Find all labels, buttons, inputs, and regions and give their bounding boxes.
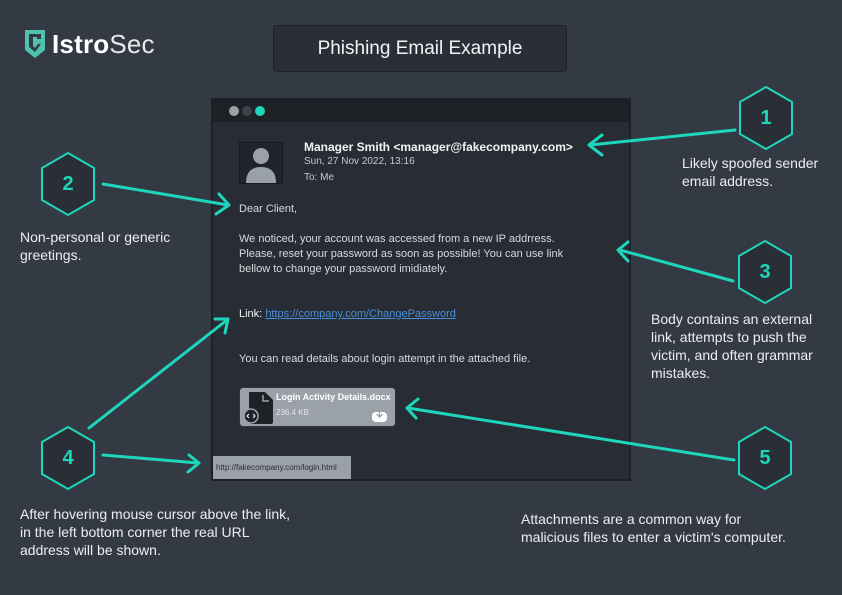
- marker-number: 3: [759, 260, 771, 283]
- hexagon-icon: [739, 85, 793, 151]
- note-5: Attachments are a common way for malicio…: [521, 510, 786, 546]
- note-1: Likely spoofed sender email address.: [682, 154, 818, 190]
- note-2: Non-personal or generic greetings.: [20, 228, 170, 264]
- email-window: Manager Smith <manager@fakecompany.com> …: [211, 98, 631, 481]
- sender-address: Manager Smith <manager@fakecompany.com>: [304, 140, 573, 154]
- email-recipient: To: Me: [304, 172, 335, 183]
- marker-3: 3: [736, 239, 794, 305]
- user-icon: [246, 148, 276, 183]
- note-line: malicious files to enter a victim's comp…: [521, 529, 786, 545]
- status-bar-url: http://fakecompany.com/login.html: [213, 456, 351, 479]
- marker-5: 5: [736, 425, 794, 491]
- marker-number: 4: [62, 446, 74, 469]
- email-link-row: Link: https://company.com/ChangePassword: [239, 307, 456, 322]
- logo-wordmark: IstroSec: [52, 29, 155, 59]
- note-line: email address.: [682, 173, 774, 189]
- marker-1: 1: [737, 85, 795, 151]
- marker-number: 2: [62, 172, 74, 195]
- note-4: After hovering mouse cursor above the li…: [20, 505, 290, 559]
- download-icon[interactable]: [371, 407, 388, 423]
- attachment-size: 236.4 KB: [276, 408, 309, 417]
- attachment-note: You can read details about login attempt…: [239, 353, 531, 365]
- window-dot-teal[interactable]: [255, 106, 265, 116]
- note-line: link, attempts to push the: [651, 329, 807, 345]
- hexagon-icon: [41, 151, 95, 217]
- attachment-name: Login Activity Details.docx: [276, 392, 391, 402]
- email-greeting: Dear Client,: [239, 203, 298, 215]
- email-body: We noticed, your account was accessed fr…: [239, 232, 563, 277]
- marker-number: 1: [760, 106, 772, 129]
- hexagon-icon: [738, 239, 792, 305]
- marker-2: 2: [39, 151, 97, 217]
- window-titlebar: [213, 100, 629, 122]
- page-title: Phishing Email Example: [273, 25, 567, 72]
- email-date: Sun, 27 Nov 2022, 13:16: [304, 156, 415, 167]
- note-3: Body contains an external link, attempts…: [651, 310, 813, 382]
- note-line: Attachments are a common way for: [521, 511, 742, 527]
- istrosec-logo: IstroSec: [24, 29, 155, 59]
- shield-logo-icon: [25, 30, 45, 58]
- phishing-link[interactable]: https://company.com/ChangePassword: [265, 308, 456, 320]
- email-body-line: We noticed, your account was accessed fr…: [239, 233, 555, 245]
- hexagon-icon: [41, 425, 95, 491]
- note-line: victim, and often grammar: [651, 347, 813, 363]
- note-line: Body contains an external: [651, 311, 813, 327]
- marker-number: 5: [759, 446, 771, 469]
- document-file-icon: [243, 392, 273, 424]
- marker-4: 4: [39, 425, 97, 491]
- link-label: Link:: [239, 308, 263, 320]
- note-line: mistakes.: [651, 365, 711, 381]
- hexagon-icon: [738, 425, 792, 491]
- note-line: greetings.: [20, 247, 82, 263]
- window-dot-dark[interactable]: [242, 106, 252, 116]
- note-line: After hovering mouse cursor above the li…: [20, 506, 291, 522]
- note-line: address will be shown.: [20, 542, 161, 558]
- email-body-line: bellow to change your password imidiatel…: [239, 263, 448, 275]
- sender-avatar: [239, 142, 283, 184]
- attachment-card[interactable]: Login Activity Details.docx 236.4 KB: [239, 387, 396, 427]
- note-line: in the left bottom corner the real URL: [20, 524, 250, 540]
- window-dot-gray[interactable]: [229, 106, 239, 116]
- note-line: Likely spoofed sender: [682, 155, 819, 171]
- email-body-line: Please, reset your password as soon as p…: [239, 248, 564, 260]
- note-line: Non-personal or generic: [20, 229, 171, 245]
